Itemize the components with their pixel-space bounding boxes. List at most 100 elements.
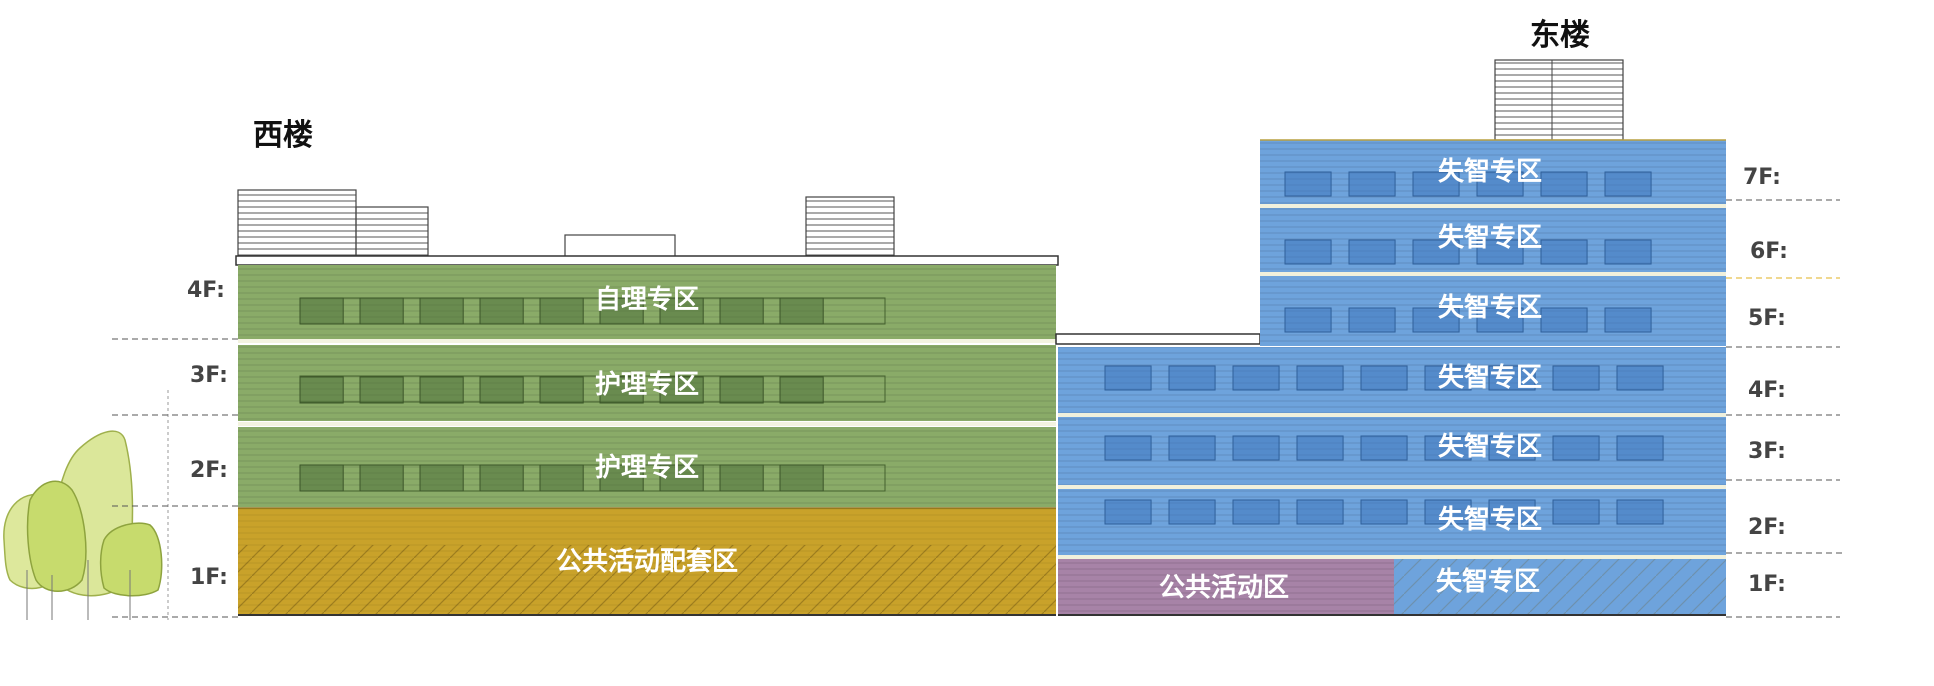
window xyxy=(1360,365,1408,391)
window xyxy=(1604,171,1652,197)
window xyxy=(1488,435,1536,461)
window xyxy=(1412,307,1460,333)
window xyxy=(1616,499,1664,525)
window-row xyxy=(1284,239,1652,265)
level-lines xyxy=(112,199,1845,618)
window xyxy=(1540,239,1588,265)
window xyxy=(1476,239,1524,265)
west-roof-parapet xyxy=(235,255,1059,266)
east-floor-3f-label: 3F: xyxy=(1748,439,1786,464)
window xyxy=(419,376,464,404)
window-row xyxy=(299,376,824,404)
window xyxy=(1616,435,1664,461)
east-building-title: 东楼 xyxy=(1530,18,1590,53)
window xyxy=(1284,307,1332,333)
window-row xyxy=(1284,171,1652,197)
window xyxy=(1552,435,1600,461)
window xyxy=(1104,365,1152,391)
window xyxy=(1296,365,1344,391)
east-building: 失智专区 失智专区 失智专区 失智专区 失智专区 失智专区 公共活动区 失智专区 xyxy=(1058,59,1726,616)
window xyxy=(1488,365,1536,391)
west-building: 自理专区 护理专区 护理专区 公共活动配套区 xyxy=(235,189,1059,616)
window xyxy=(1104,435,1152,461)
window xyxy=(779,376,824,404)
window xyxy=(1424,499,1472,525)
window xyxy=(1552,365,1600,391)
window xyxy=(539,464,584,492)
window xyxy=(1424,435,1472,461)
window xyxy=(1412,239,1460,265)
window xyxy=(1540,307,1588,333)
window xyxy=(779,464,824,492)
tree-mid xyxy=(26,480,87,592)
connector-roof xyxy=(1055,333,1261,345)
window xyxy=(359,376,404,404)
east-floor-7f-label: 7F: xyxy=(1743,165,1781,190)
window xyxy=(359,464,404,492)
east-zone-3f-label: 失智专区 xyxy=(1438,432,1542,462)
tree-right xyxy=(99,522,163,597)
window xyxy=(1476,171,1524,197)
east-zone-5f-label: 失智专区 xyxy=(1438,293,1542,323)
window xyxy=(539,376,584,404)
window xyxy=(1604,307,1652,333)
window xyxy=(1348,239,1396,265)
window-row xyxy=(1104,499,1664,525)
east-zone-2f-label: 失智专区 xyxy=(1438,505,1542,535)
window xyxy=(779,297,824,325)
window xyxy=(1284,239,1332,265)
window xyxy=(1616,365,1664,391)
window-row xyxy=(299,464,824,492)
window xyxy=(1552,499,1600,525)
window xyxy=(1168,435,1216,461)
window xyxy=(599,297,644,325)
east-floor-4f-label: 4F: xyxy=(1748,378,1786,403)
window-row xyxy=(299,297,824,325)
window xyxy=(1232,435,1280,461)
window xyxy=(1232,365,1280,391)
window xyxy=(1488,499,1536,525)
east-zone-4f-label: 失智专区 xyxy=(1438,363,1542,393)
east-floor-5f-label: 5F: xyxy=(1748,306,1786,331)
window xyxy=(1360,499,1408,525)
window xyxy=(479,464,524,492)
east-floor-1f-label: 1F: xyxy=(1748,572,1786,597)
window xyxy=(1284,171,1332,197)
window xyxy=(479,297,524,325)
west-floor-3f-label: 3F: xyxy=(190,363,228,388)
window xyxy=(1604,239,1652,265)
window xyxy=(719,464,764,492)
trees xyxy=(3,390,169,620)
east-floor-2f-label: 2F: xyxy=(1748,515,1786,540)
west-zone-4f-label: 自理专区 xyxy=(595,284,699,315)
west-floor-4f-label: 4F: xyxy=(187,278,225,303)
window xyxy=(659,376,704,404)
west-roof-vent-1 xyxy=(237,189,357,259)
window xyxy=(599,376,644,404)
window xyxy=(299,376,344,404)
west-zone-3f-label: 护理专区 xyxy=(595,370,699,400)
window-row xyxy=(1284,307,1652,333)
window xyxy=(1232,499,1280,525)
east-floor-6f-label: 6F: xyxy=(1750,239,1788,264)
west-zone-2f-label: 护理专区 xyxy=(595,453,699,483)
window xyxy=(599,464,644,492)
window xyxy=(719,297,764,325)
west-roof-vent-3 xyxy=(805,196,895,259)
east-zone-6f-label: 失智专区 xyxy=(1438,223,1542,253)
east-roof-vent xyxy=(1494,59,1624,141)
window-row xyxy=(1104,435,1664,461)
window-row xyxy=(1104,365,1664,391)
window xyxy=(479,376,524,404)
window xyxy=(1296,435,1344,461)
window xyxy=(719,376,764,404)
window xyxy=(1424,365,1472,391)
window xyxy=(1360,435,1408,461)
window xyxy=(1540,171,1588,197)
window xyxy=(1104,499,1152,525)
window xyxy=(659,297,704,325)
window xyxy=(659,464,704,492)
window xyxy=(1412,171,1460,197)
west-floor-2f-label: 2F: xyxy=(190,458,228,483)
